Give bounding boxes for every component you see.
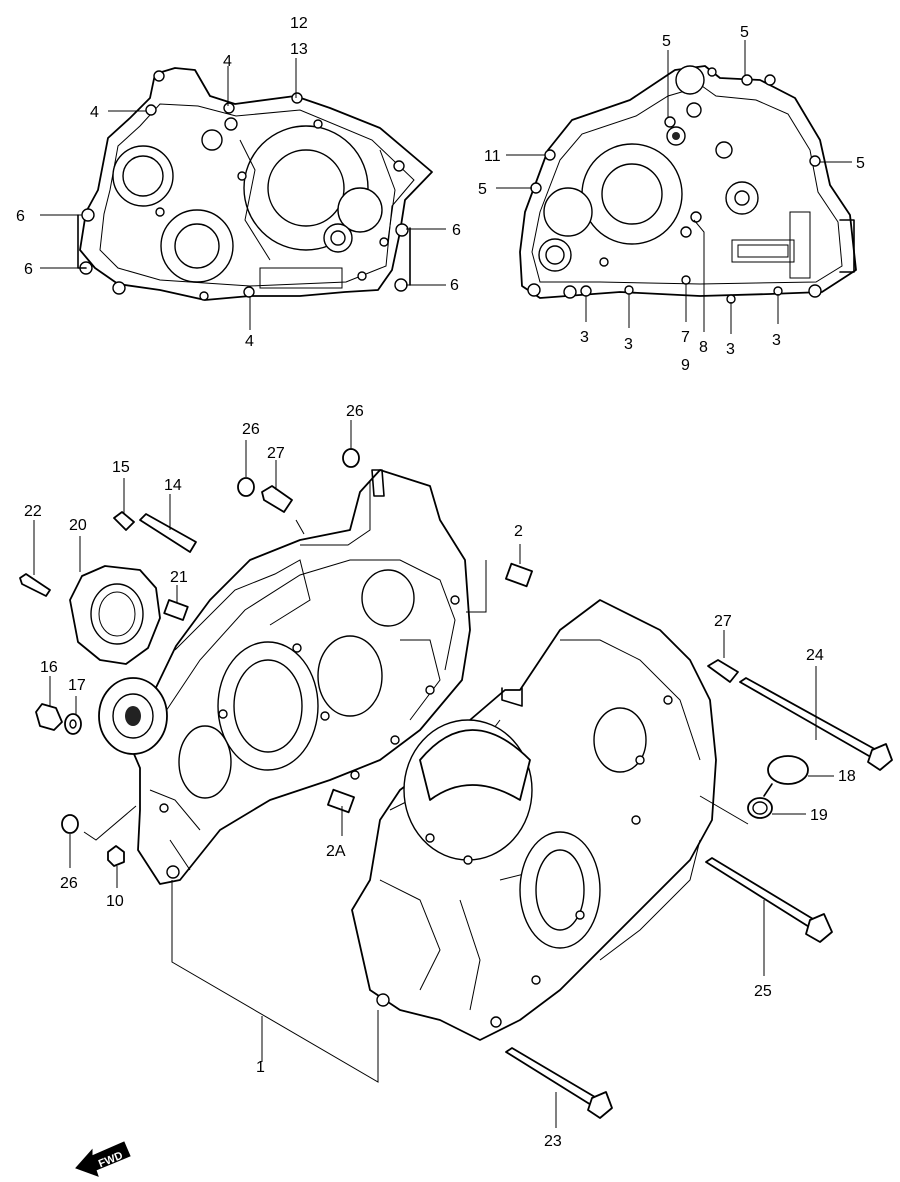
- part-20-cover-plate: [69, 565, 161, 665]
- callout-6: 6: [24, 261, 33, 278]
- callout-12: 12: [290, 15, 308, 32]
- callout-5: 5: [662, 33, 671, 50]
- callout-22: 22: [24, 503, 42, 520]
- callout-3: 3: [726, 341, 735, 358]
- callout-15: 15: [112, 459, 130, 476]
- callout-10: 10: [106, 893, 124, 910]
- callout-24: 24: [806, 647, 824, 664]
- callout-26: 26: [242, 421, 260, 438]
- part-oil-seal-housing: [98, 677, 168, 755]
- part-26-cap-upper-a: [237, 477, 255, 497]
- callout-18: 18: [838, 768, 856, 785]
- part-14-pipe: [139, 513, 197, 553]
- callout-7: 7: [681, 329, 690, 346]
- callout-13: 13: [290, 41, 308, 58]
- callout-1: 1: [256, 1059, 265, 1076]
- callout-3: 3: [624, 336, 633, 353]
- callout-6: 6: [452, 222, 461, 239]
- callout-5: 5: [740, 24, 749, 41]
- callout-23: 23: [544, 1133, 562, 1150]
- part-16-plug: [35, 703, 63, 731]
- left-crankcase-face-view: [77, 67, 433, 301]
- part-27-sleeve-b: [707, 659, 739, 683]
- callout-2: 2: [514, 523, 523, 540]
- callout-26: 26: [60, 875, 78, 892]
- callout-4: 4: [90, 104, 99, 121]
- callout-16: 16: [40, 659, 58, 676]
- part-18-oil-cap: [763, 755, 809, 797]
- callout-3: 3: [580, 329, 589, 346]
- callout-6: 6: [16, 208, 25, 225]
- left-crankcase-half: [127, 469, 471, 885]
- part-19-o-ring: [747, 797, 773, 819]
- callout-9: 9: [681, 357, 690, 374]
- part-17-washer: [64, 713, 82, 735]
- callout-8: 8: [699, 339, 708, 356]
- callout-19: 19: [810, 807, 828, 824]
- callout-20: 20: [69, 517, 87, 534]
- callout-11: 11: [484, 148, 501, 165]
- part-22-bolt: [19, 573, 51, 597]
- part-21-dowel: [163, 599, 189, 621]
- part-10-plug: [107, 845, 125, 867]
- callout-2a: 2A: [326, 843, 346, 860]
- callout-labels: 12 13 4 4 4 6 6 6 6 5 5 5 5 11 3 3 3 3 7…: [16, 15, 865, 1150]
- callout-25: 25: [754, 983, 772, 1000]
- callout-5: 5: [856, 155, 865, 172]
- part-23-bolt: [505, 1047, 613, 1119]
- callout-14: 14: [164, 477, 182, 494]
- callout-4: 4: [223, 53, 232, 70]
- part-15-bolt: [113, 511, 135, 531]
- part-24-long-bolt: [739, 677, 893, 771]
- right-crankcase-half: [351, 599, 717, 1041]
- part-26-cap-lower: [61, 814, 79, 834]
- part-2-dowel: [505, 562, 533, 588]
- callout-21: 21: [170, 569, 188, 586]
- callout-6: 6: [450, 277, 459, 294]
- part-27-sleeve-a: [261, 485, 293, 513]
- part-25-bolt: [705, 857, 833, 943]
- callout-27: 27: [714, 613, 732, 630]
- callout-26: 26: [346, 403, 364, 420]
- part-2a-dowel: [327, 788, 355, 814]
- forward-arrow-icon: FWD: [75, 1141, 131, 1177]
- callout-3: 3: [772, 332, 781, 349]
- callout-17: 17: [68, 677, 86, 694]
- callout-5: 5: [478, 181, 487, 198]
- callout-27: 27: [267, 445, 285, 462]
- callout-4: 4: [245, 333, 254, 350]
- part-26-cap-upper-b: [342, 448, 360, 468]
- right-crankcase-face-view: [519, 65, 857, 304]
- leader-lines: [33, 40, 852, 1128]
